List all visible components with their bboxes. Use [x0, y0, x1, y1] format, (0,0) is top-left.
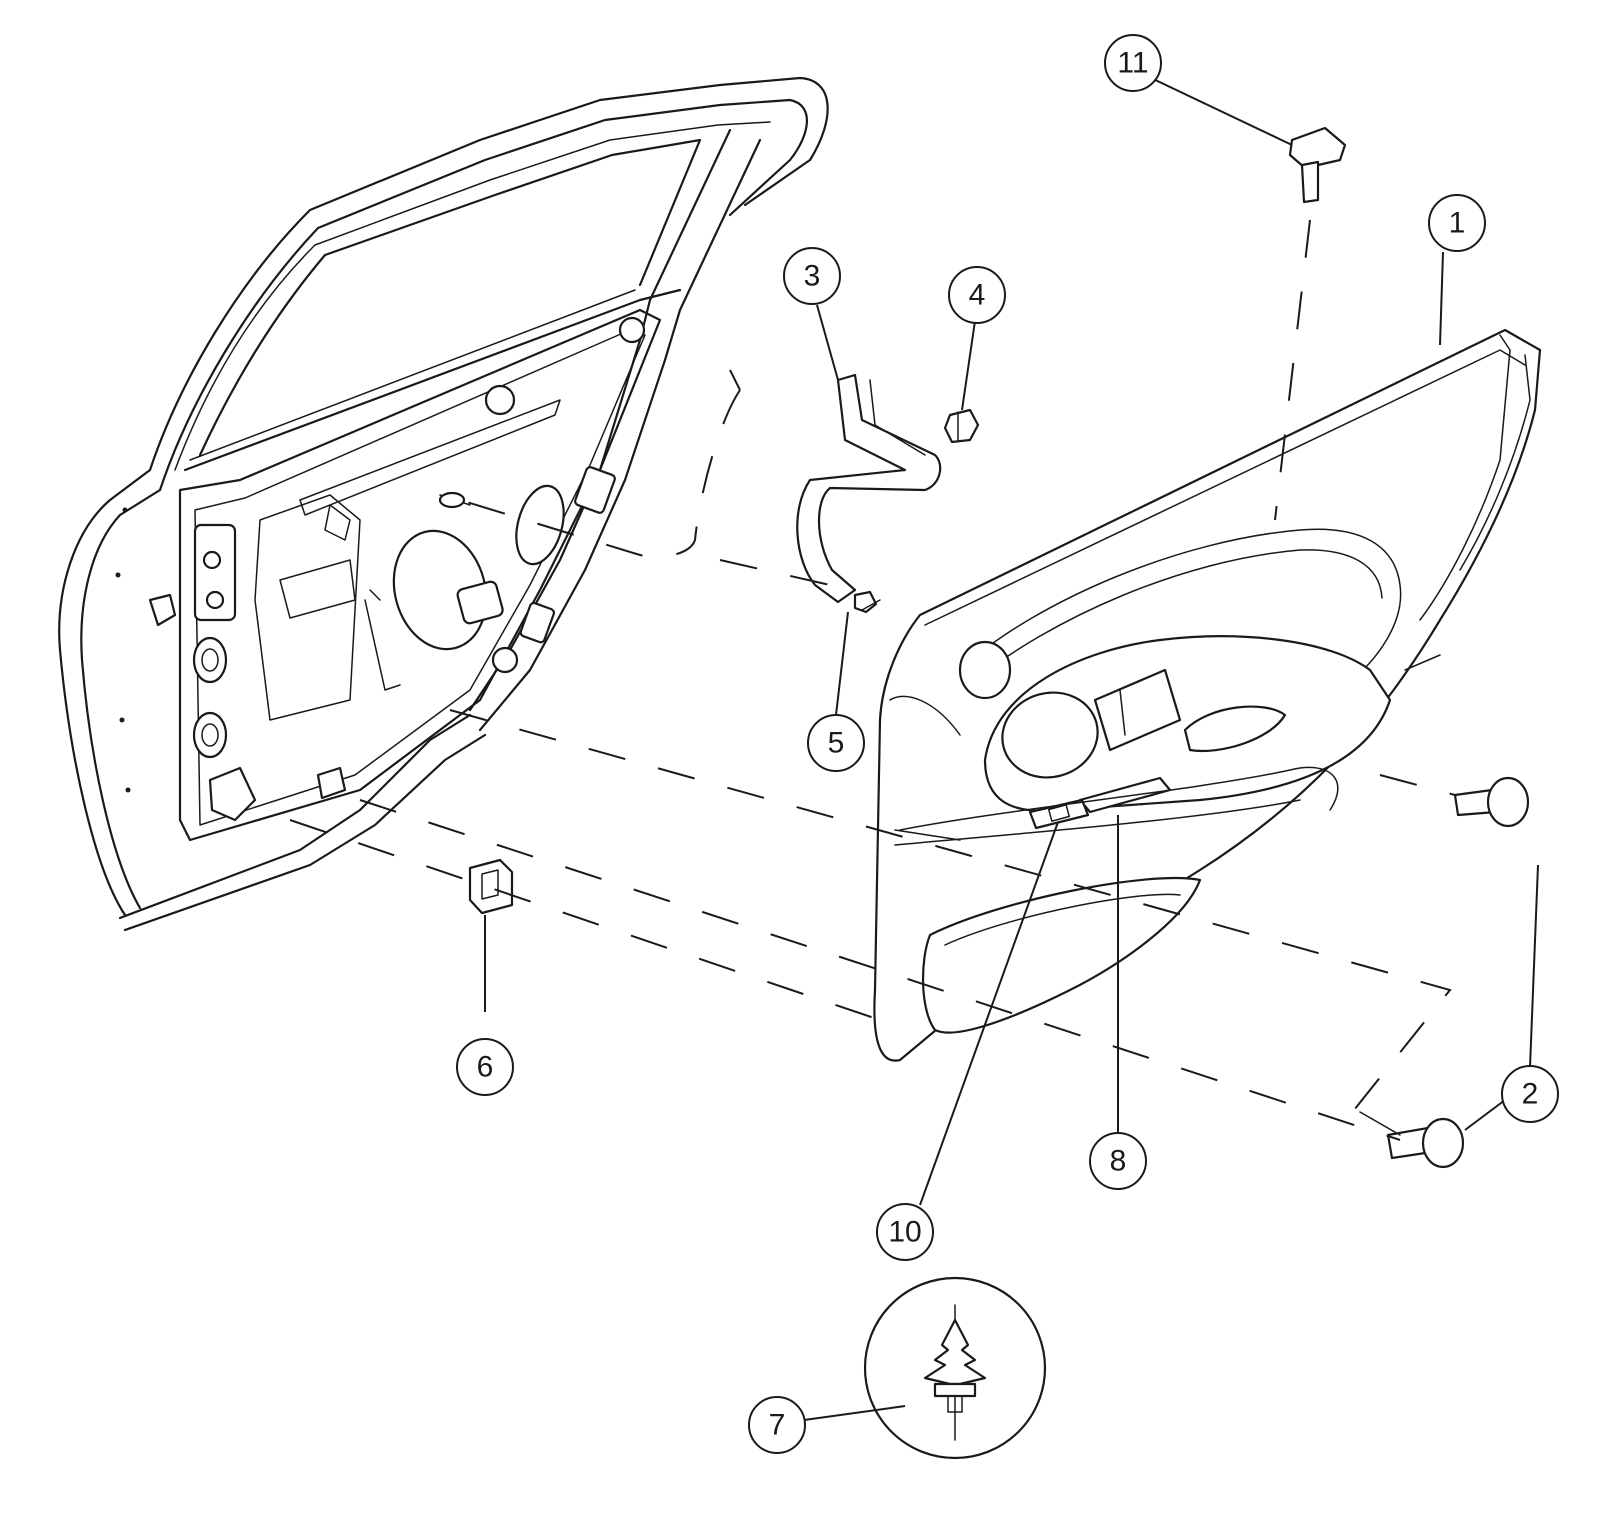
svg-text:4: 4 — [969, 279, 986, 312]
svg-text:2: 2 — [1522, 1078, 1539, 1111]
svg-text:5: 5 — [828, 727, 845, 760]
trim-bracket — [796, 373, 980, 614]
callout-4: 4 — [948, 266, 1006, 324]
svg-text:7: 7 — [769, 1409, 786, 1442]
svg-text:11: 11 — [1117, 47, 1148, 80]
svg-text:10: 10 — [888, 1216, 921, 1249]
callout-7: 7 — [748, 1396, 806, 1454]
svg-text:8: 8 — [1110, 1145, 1127, 1178]
callout-10: 10 — [876, 1203, 934, 1261]
door-trim-panel — [873, 328, 1542, 1062]
callout-6: 6 — [456, 1038, 514, 1096]
callout-5: 5 — [807, 714, 865, 772]
push-pin-detail — [863, 1276, 1047, 1460]
door-shell — [58, 76, 829, 932]
svg-text:6: 6 — [477, 1051, 494, 1084]
callout-2: 2 — [1501, 1065, 1559, 1123]
callout-3: 3 — [783, 247, 841, 305]
callout-1: 1 — [1428, 194, 1486, 252]
callout-11: 11 — [1104, 34, 1162, 92]
fasteners — [468, 126, 1530, 1169]
leader-lines — [484, 76, 1539, 1422]
alignment-lines — [289, 219, 1456, 1141]
callout-8: 8 — [1089, 1132, 1147, 1190]
svg-text:3: 3 — [804, 260, 821, 293]
svg-text:1: 1 — [1449, 207, 1466, 240]
